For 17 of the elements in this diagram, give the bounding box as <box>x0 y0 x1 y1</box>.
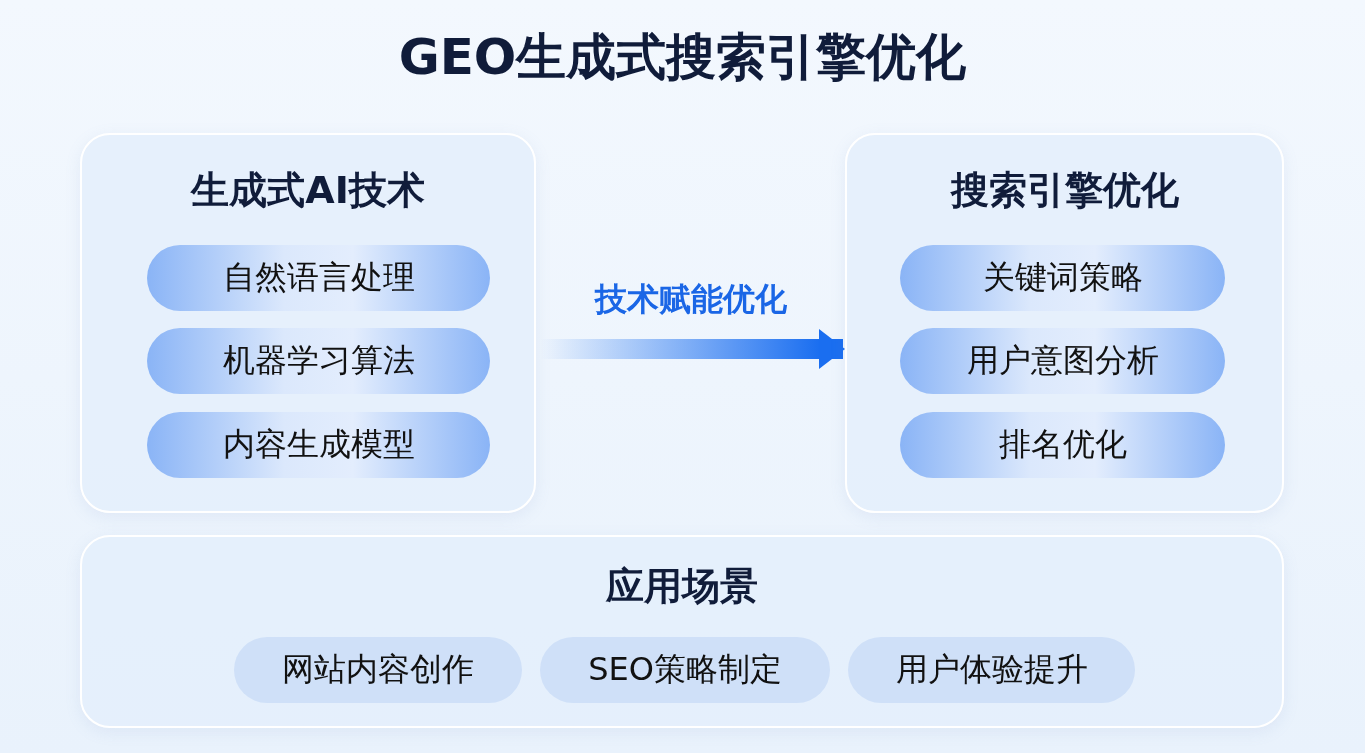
tag-pill: 机器学习算法 <box>147 328 490 394</box>
panel-heading: 生成式AI技术 <box>189 167 426 214</box>
panel <box>80 133 536 513</box>
tag-pill: 排名优化 <box>900 412 1225 478</box>
edge-label: 技术赋能优化 <box>593 279 788 320</box>
tag-pill: 用户意图分析 <box>900 328 1225 394</box>
tag-pill: SEO策略制定 <box>540 637 830 703</box>
tag-pill: 网站内容创作 <box>234 637 522 703</box>
panel-heading: 搜索引擎优化 <box>949 167 1180 214</box>
panel <box>845 133 1284 513</box>
title: GEO生成式搜索引擎优化 <box>397 27 968 88</box>
tag-pill: 用户体验提升 <box>848 637 1135 703</box>
tag-pill: 内容生成模型 <box>147 412 490 478</box>
tag-pill: 关键词策略 <box>900 245 1225 311</box>
panel-heading: 应用场景 <box>605 563 759 610</box>
panel <box>80 535 1284 728</box>
tag-pill: 自然语言处理 <box>147 245 490 311</box>
